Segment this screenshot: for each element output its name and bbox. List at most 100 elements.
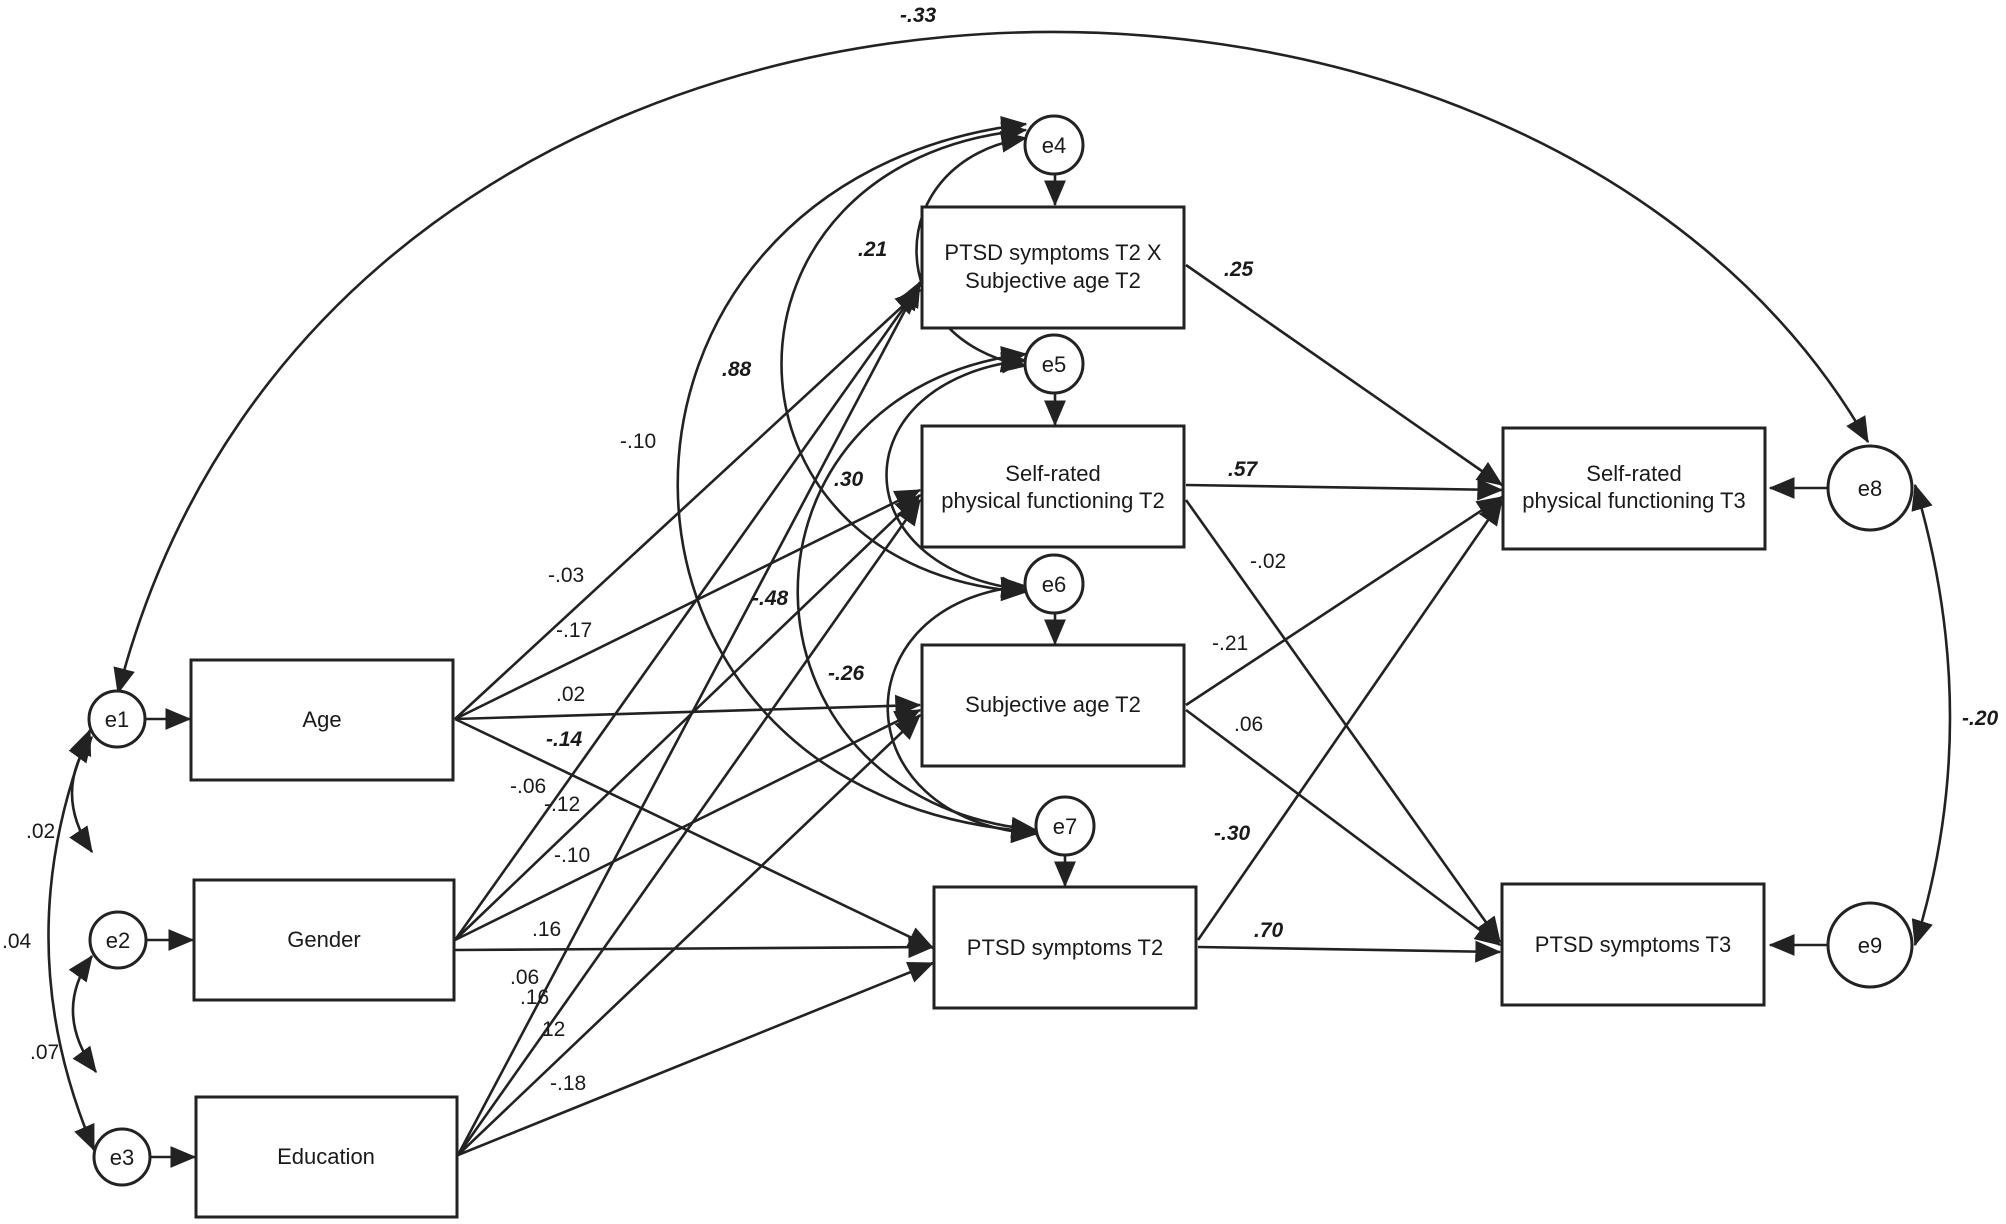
coef-education-interaction: .06: [510, 966, 539, 989]
coef-physfunc-t2-physfunc-t3: .57: [1228, 458, 1259, 481]
coefficients: -.33 -.20 .02 .04 .07 .21 .88 -.10 .30 -…: [2, 4, 1999, 1095]
coef-interaction-physfunc-t3: .25: [1224, 258, 1254, 281]
error-e4-label: e4: [1042, 133, 1066, 158]
node-subjage-t2: Subjective age T2: [920, 643, 1186, 768]
coef-ptsd-t2-physfunc-t3: -.30: [1214, 822, 1251, 845]
education-to-subjage-t2: [457, 714, 921, 1156]
error-e7-label: e7: [1053, 814, 1077, 839]
coef-age-subjage-t2: .02: [556, 683, 585, 706]
coef-ptsd-t2-ptsd-t3: .70: [1254, 919, 1284, 942]
error-e3: e3: [92, 1127, 152, 1187]
node-physfunc-t2-label-2: physical functioning T2: [941, 488, 1164, 513]
node-age-label: Age: [302, 707, 341, 732]
coef-gender-subjage-t2: -.10: [554, 844, 590, 867]
error-e7: e7: [1034, 795, 1096, 857]
error-e9: e9: [1826, 901, 1914, 989]
node-physfunc-t3-label-1: Self-rated: [1586, 461, 1681, 486]
age-to-interaction: [454, 289, 921, 720]
coef-e4-e7: -.10: [620, 430, 656, 453]
coef-physfunc-t2-ptsd-t3: -.02: [1250, 550, 1286, 573]
cov-e4-e6: [780, 121, 1028, 602]
node-physfunc-t3: Self-rated physical functioning T3: [1501, 426, 1767, 551]
node-ptsd-t3-label: PTSD symptoms T3: [1535, 932, 1731, 957]
education-to-interaction: [456, 280, 922, 1156]
node-subjage-t2-label: Subjective age T2: [965, 692, 1141, 717]
cov-e5-e6: [885, 351, 1028, 599]
node-education-label: Education: [277, 1144, 375, 1169]
coef-e5-e7: -.48: [752, 587, 789, 610]
subjage-t2-to-physfunc-t3: [1185, 495, 1504, 707]
gender-to-subjage-t2: [454, 708, 922, 942]
cov-e4-e5: [915, 130, 1028, 373]
coef-e1-e8: -.33: [900, 4, 937, 27]
cov-e6-e7: [886, 576, 1038, 844]
node-interaction-label-1: PTSD symptoms T2 X: [944, 240, 1162, 265]
coef-e2-e3: .07: [30, 1041, 59, 1064]
node-physfunc-t2: Self-rated physical functioning T2: [920, 424, 1186, 549]
node-physfunc-t3-label-2: physical functioning T3: [1522, 488, 1745, 513]
coef-e1-e3: .04: [2, 930, 32, 953]
coef-e8-e9: -.20: [1962, 707, 1999, 730]
error-e4: e4: [1023, 114, 1085, 176]
coef-gender-interaction: -.06: [510, 775, 546, 798]
node-education: Education: [194, 1095, 459, 1219]
coef-education-physfunc-t2: .16: [520, 986, 549, 1009]
interaction-to-physfunc-t3: [1185, 263, 1504, 487]
cov-e8-e9: [1911, 483, 1952, 947]
node-ptsd-t3: PTSD symptoms T3: [1500, 882, 1766, 1007]
gender-to-physfunc-t2: [454, 494, 921, 941]
error-e1-label: e1: [105, 707, 129, 732]
error-e2: e2: [88, 910, 148, 970]
node-age: Age: [189, 658, 455, 782]
node-gender-label: Gender: [287, 927, 360, 952]
ptsd-t2-to-ptsd-t3: [1197, 940, 1502, 963]
coef-age-ptsd-t2: -.14: [546, 728, 583, 751]
error-e6-label: e6: [1042, 572, 1066, 597]
paths: [47, 30, 1952, 1168]
age-to-subjage-t2: [454, 694, 922, 721]
coef-gender-physfunc-t2: -.12: [544, 793, 580, 816]
node-interaction: PTSD symptoms T2 X Subjective age T2: [920, 205, 1186, 330]
error-e1: e1: [87, 689, 147, 749]
gender-to-ptsd-t2: [454, 936, 935, 959]
error-e5-label: e5: [1042, 352, 1066, 377]
cov-e5-e7: [796, 345, 1038, 839]
error-e8-label: e8: [1858, 476, 1882, 501]
coef-age-physfunc-t2: -.17: [556, 619, 592, 642]
gender-to-interaction: [453, 283, 922, 941]
observed-variables: Age Gender Education PTSD symptoms T2 X …: [189, 205, 1767, 1219]
coef-e4-e6: .88: [722, 358, 752, 381]
physfunc-t2-to-ptsd-t3: [1184, 499, 1502, 944]
cov-e1-e8: [113, 30, 1870, 695]
education-to-physfunc-t2: [456, 498, 922, 1156]
node-gender: Gender: [192, 878, 456, 1002]
node-ptsd-t2: PTSD symptoms T2: [932, 885, 1198, 1010]
physfunc-t2-to-physfunc-t3: [1185, 478, 1504, 501]
coef-e5-e6: .30: [834, 468, 864, 491]
ptsd-t2-to-physfunc-t3: [1196, 498, 1504, 941]
coef-subjage-t2-ptsd-t3: .06: [1234, 713, 1263, 736]
cov-e1-e3: [47, 728, 96, 1152]
error-e8: e8: [1826, 444, 1914, 532]
coef-e1-e2: .02: [26, 820, 55, 843]
cov-e4-e7: [676, 116, 1038, 842]
error-e9-label: e9: [1858, 933, 1882, 958]
node-interaction-label-2: Subjective age T2: [965, 268, 1141, 293]
education-to-ptsd-t2: [457, 961, 935, 1157]
coef-e6-e7: -.26: [828, 662, 865, 685]
coef-age-interaction: -.03: [548, 564, 584, 587]
age-to-physfunc-t2: [454, 488, 922, 721]
coef-e4-e5: .21: [858, 238, 887, 261]
subjage-t2-to-ptsd-t3: [1185, 708, 1502, 947]
coef-subjage-t2-physfunc-t3: -.21: [1212, 632, 1248, 655]
error-e5: e5: [1023, 333, 1085, 395]
cov-e2-e3: [68, 954, 98, 1074]
error-e3-label: e3: [110, 1145, 134, 1170]
coef-education-ptsd-t2: -.18: [550, 1072, 586, 1095]
age-to-ptsd-t2: [454, 717, 935, 950]
error-e6: e6: [1023, 553, 1085, 615]
coef-gender-ptsd-t2: .16: [532, 918, 561, 941]
error-e2-label: e2: [106, 928, 130, 953]
error-terms: e1 e2 e3 e4 e5 e6 e7 e8 e9: [87, 114, 1914, 1187]
